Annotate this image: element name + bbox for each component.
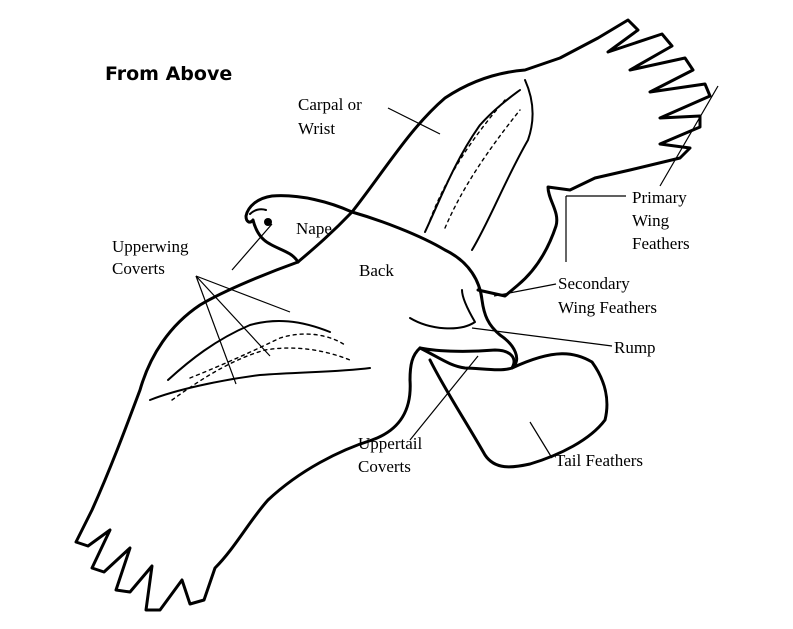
head-outline (244, 194, 354, 264)
diagram-title: From Above (105, 63, 232, 85)
label-rump: Rump (614, 338, 656, 357)
left-wing-secondary-edge (149, 367, 371, 401)
label-upperwing-line2: Coverts (112, 259, 165, 278)
right-wing-secondary-edge (471, 79, 534, 251)
leader-lines (195, 85, 719, 459)
carpal-leader (387, 107, 441, 135)
label-upperwing-line1: Upperwing (112, 237, 189, 256)
rump-curve (409, 289, 476, 330)
label-uppertail-line1: Uppertail (358, 434, 422, 453)
upperwing-leader-1 (195, 275, 291, 313)
left-wing-covert-row-1 (167, 319, 331, 381)
right-wing-covert-edge (424, 89, 521, 233)
label-secondary-line2: Wing Feathers (558, 298, 657, 317)
label-uppertail-line2: Coverts (358, 457, 411, 476)
label-nape: Nape (296, 219, 332, 238)
label-secondary-line1: Secondary (558, 274, 630, 293)
tail-outline (428, 352, 609, 469)
tail-leader (529, 421, 553, 459)
right-wing-feather-row-2 (444, 109, 521, 229)
upperwing-leader-3 (195, 275, 237, 385)
beak-line (249, 208, 267, 215)
nape-leader (231, 223, 273, 271)
label-primary-line2: Wing (632, 211, 670, 230)
labels: Carpal or Wrist Nape Back Upperwing Cove… (112, 95, 690, 476)
label-carpal-line2: Wrist (298, 119, 335, 138)
body-outline (296, 210, 519, 370)
hawk-illustration (74, 18, 712, 612)
label-primary-line1: Primary (632, 188, 687, 207)
eye-icon (264, 218, 272, 226)
right-wing-feather-row-1 (429, 99, 506, 221)
label-back: Back (359, 261, 394, 280)
label-carpal-line1: Carpal or (298, 95, 362, 114)
rump-leader (471, 327, 613, 347)
secondary-leader (493, 283, 557, 297)
left-wing-covert-row-3 (189, 333, 346, 379)
left-wing-outline (74, 260, 422, 612)
primary-leader-1 (659, 85, 719, 187)
right-wing-outline (350, 18, 712, 298)
upperwing-leader-2 (195, 275, 271, 357)
uppertail-leader (409, 355, 479, 441)
label-primary-line3: Feathers (632, 234, 690, 253)
label-tail-feathers: Tail Feathers (555, 451, 643, 470)
